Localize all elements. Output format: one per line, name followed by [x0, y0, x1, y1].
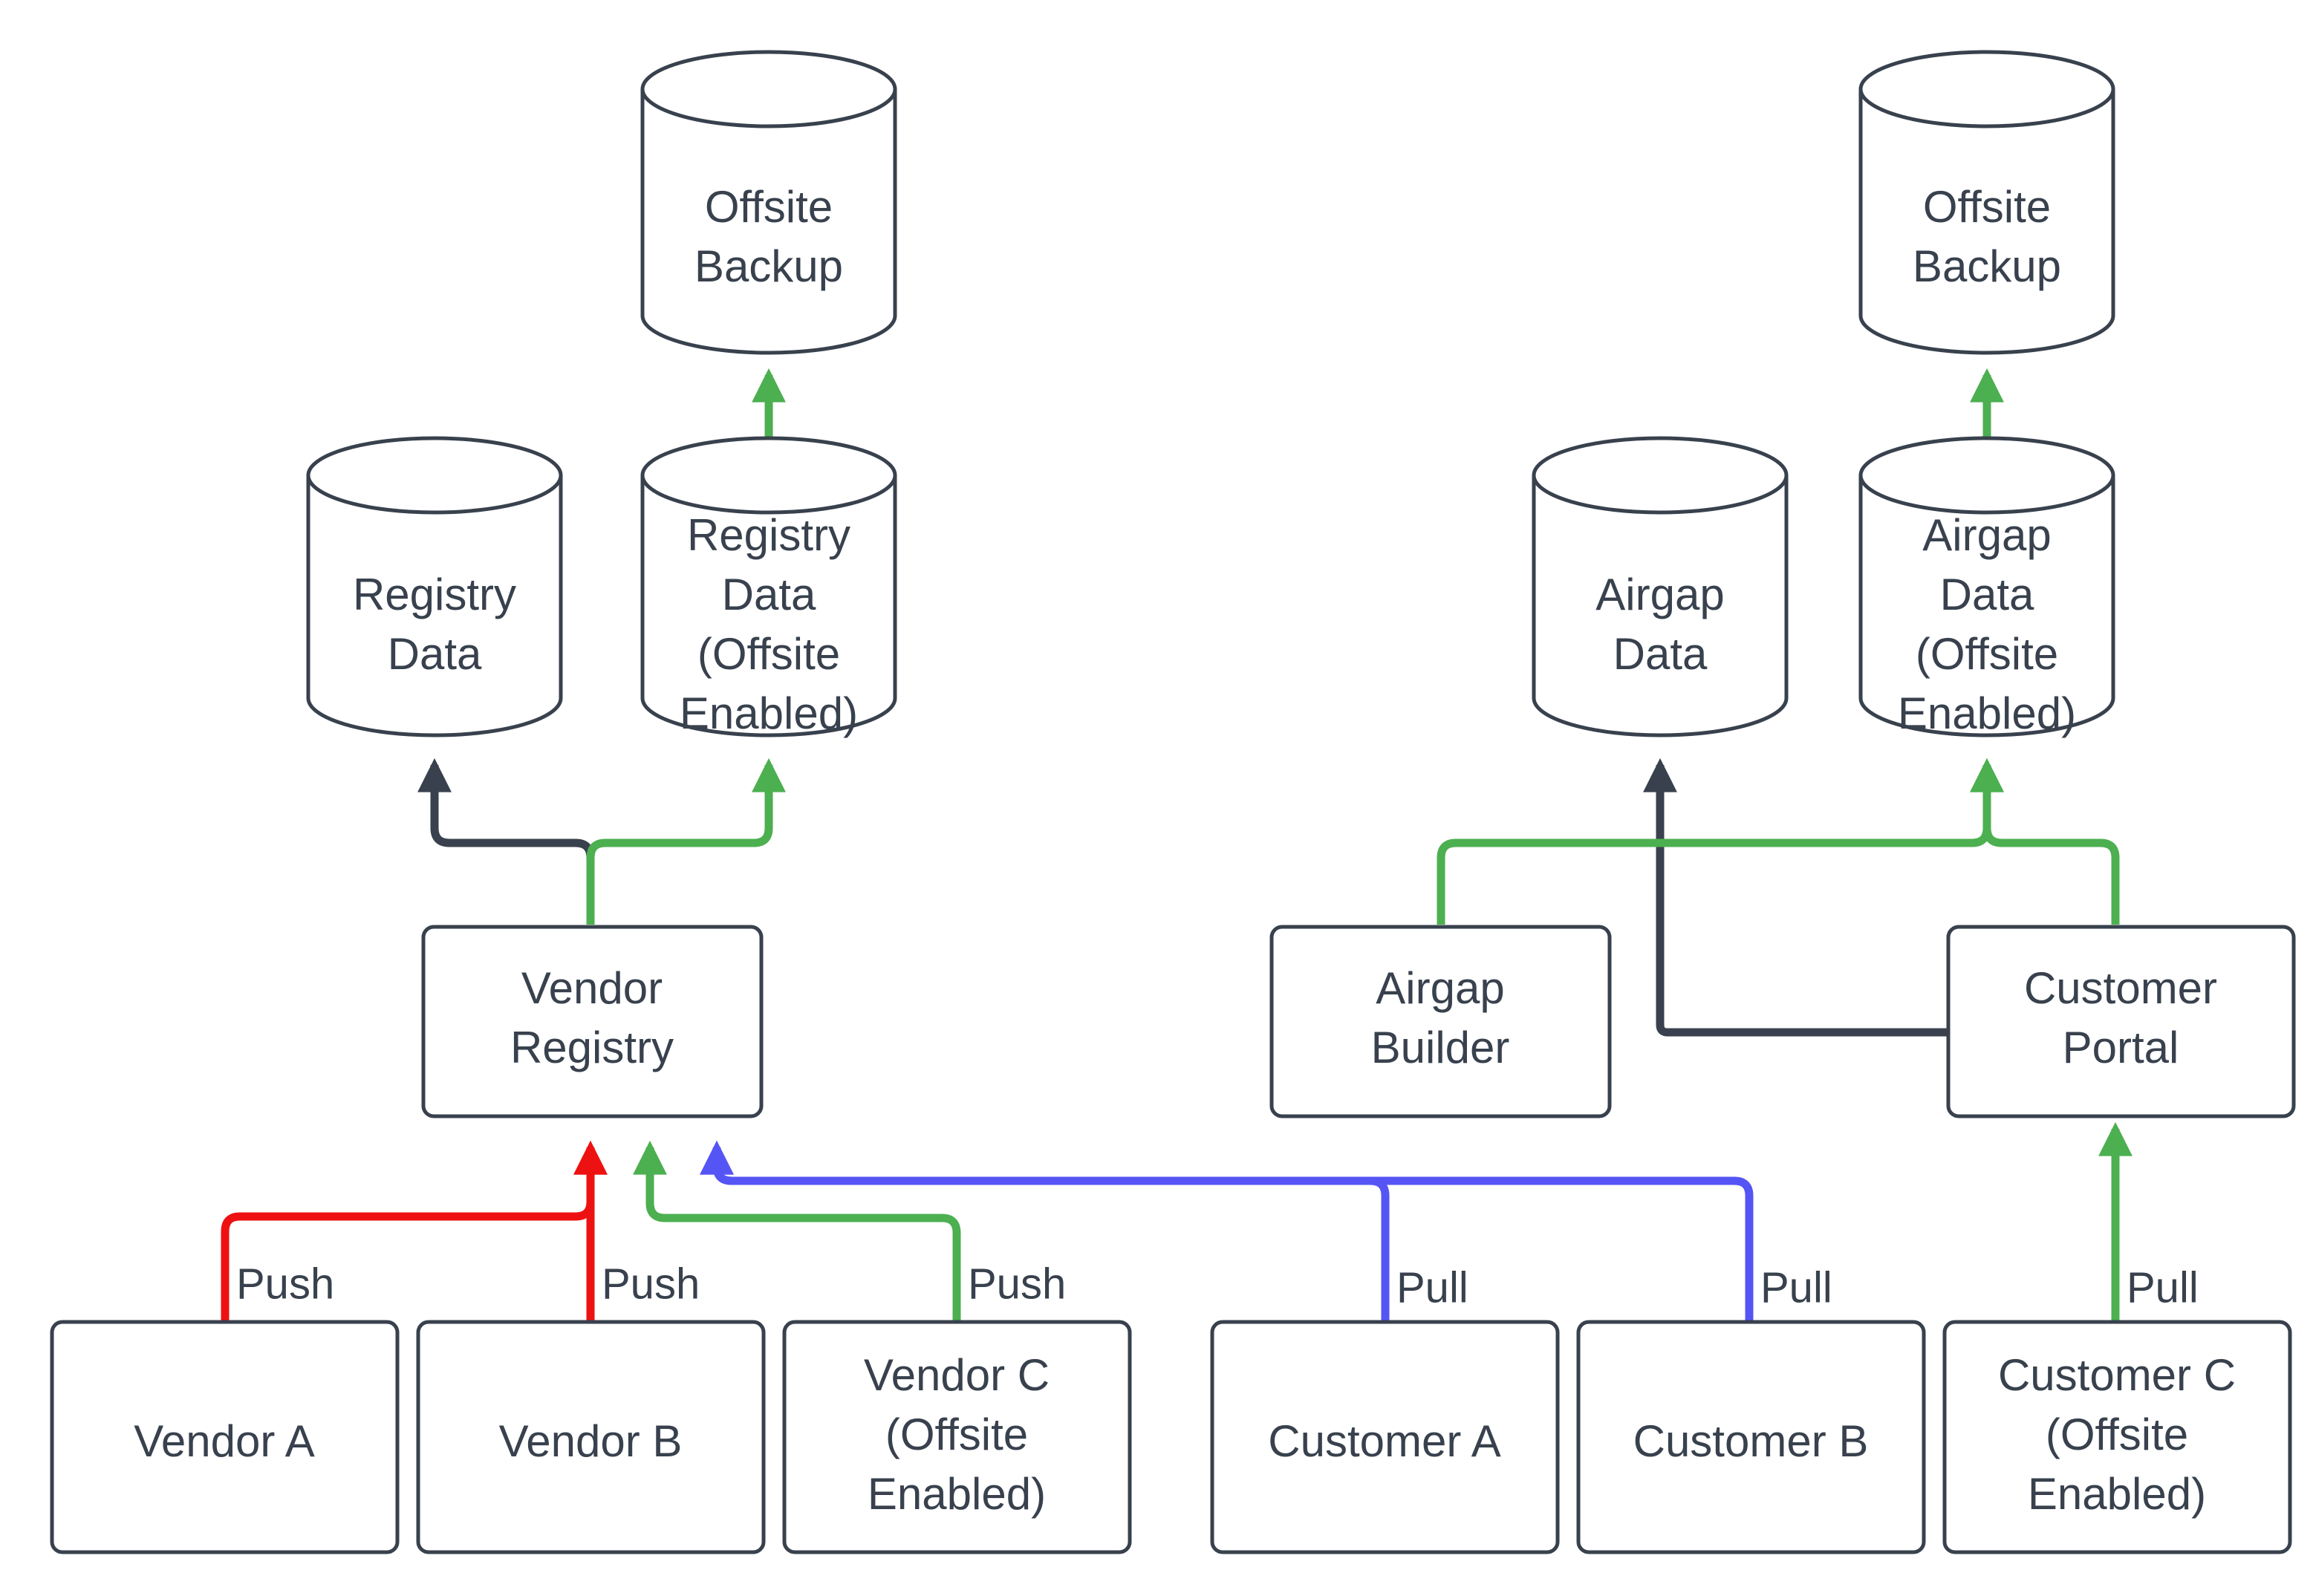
- edge-vendor-registry-to-registry-data-offsite: [586, 758, 786, 925]
- node-offsite-backup-right[interactable]: Offsite Backup: [1858, 50, 2115, 355]
- node-box: [416, 1320, 766, 1554]
- node-label-line2: Data: [1613, 629, 1708, 679]
- node-vendor-a[interactable]: Vendor A: [50, 1320, 400, 1554]
- node-label-line3: (Offsite: [1916, 629, 2058, 679]
- node-label-line4: Enabled): [680, 688, 858, 738]
- cylinder-top: [1858, 436, 2115, 515]
- node-customer-portal[interactable]: Customer Portal: [1946, 925, 2296, 1118]
- node-label-line1: Airgap: [1376, 963, 1504, 1013]
- cylinder-top: [1858, 50, 2115, 128]
- node-label-line3: Enabled): [2028, 1469, 2206, 1519]
- node-offsite-backup-left[interactable]: Offsite Backup: [640, 50, 897, 355]
- node-label-line2: (Offsite: [2046, 1410, 2188, 1459]
- edge-customer-b-pull: [700, 1140, 1754, 1320]
- edge-customer-portal-to-airgap-data: [1643, 758, 1950, 1037]
- node-label-line1: Vendor B: [499, 1416, 683, 1466]
- cylinder-body: [1532, 475, 1789, 737]
- node-label-line1: Customer B: [1633, 1416, 1869, 1466]
- node-box: [421, 925, 764, 1118]
- cylinder-body: [1858, 89, 2115, 355]
- node-customer-c[interactable]: Customer C (Offsite Enabled): [1942, 1320, 2292, 1554]
- node-box: [1210, 1320, 1560, 1554]
- node-label-line1: Offsite: [1923, 182, 2051, 232]
- cylinder-top: [1532, 436, 1789, 515]
- cylinder-body: [640, 475, 897, 737]
- node-box: [1946, 925, 2296, 1118]
- node-label-line1: Vendor: [521, 963, 663, 1013]
- node-label-line2: Builder: [1371, 1023, 1510, 1072]
- node-customer-a[interactable]: Customer A: [1210, 1320, 1560, 1554]
- edge-airgap-builder-to-airgap-data-offsite: [1437, 758, 2004, 925]
- node-label-line2: (Offsite: [885, 1410, 1028, 1459]
- node-label-line2: Data: [1940, 570, 2034, 619]
- node-label-line3: (Offsite: [697, 629, 840, 679]
- node-customer-b[interactable]: Customer B: [1576, 1320, 1926, 1554]
- node-label-line1: Customer A: [1268, 1416, 1500, 1466]
- edge-label-push-c: Push: [968, 1260, 1066, 1308]
- node-label-line1: Registry: [687, 510, 850, 560]
- edge-vendor-registry-to-registry-data: [417, 758, 595, 925]
- cylinder-top: [640, 436, 897, 515]
- node-label-line2: Data: [722, 570, 816, 619]
- node-label-line2: Backup: [694, 241, 843, 291]
- node-label-line2: Data: [388, 629, 482, 679]
- node-label-line1: Registry: [353, 570, 516, 619]
- node-label-line1: Vendor C: [864, 1350, 1050, 1400]
- node-vendor-registry[interactable]: Vendor Registry: [421, 925, 764, 1118]
- node-label-line1: Airgap: [1922, 510, 2051, 560]
- node-airgap-builder[interactable]: Airgap Builder: [1269, 925, 1612, 1118]
- node-label-line1: Vendor A: [134, 1416, 315, 1466]
- node-label-line1: Customer C: [1998, 1350, 2236, 1400]
- cylinder-body: [306, 475, 563, 737]
- node-airgap-data[interactable]: Airgap Data: [1532, 436, 1789, 737]
- node-vendor-b[interactable]: Vendor B: [416, 1320, 766, 1554]
- node-box: [1576, 1320, 1926, 1554]
- cylinder-top: [640, 50, 897, 128]
- node-label-line2: Registry: [510, 1023, 674, 1072]
- edge-label-pull-c: Pull: [2127, 1263, 2199, 1312]
- node-label-line3: Enabled): [868, 1469, 1046, 1519]
- node-label-line2: Portal: [2063, 1023, 2179, 1072]
- edge-label-pull-a: Pull: [1396, 1263, 1468, 1312]
- node-box: [782, 1320, 1132, 1554]
- node-label-line2: Backup: [1913, 241, 2061, 291]
- node-label-line4: Enabled): [1898, 688, 2076, 738]
- cylinder-body: [640, 89, 897, 355]
- edge-vendor-c-push: [633, 1140, 961, 1320]
- node-label-line1: Airgap: [1595, 570, 1724, 619]
- node-label-line1: Customer: [2024, 963, 2217, 1013]
- node-vendor-c[interactable]: Vendor C (Offsite Enabled): [782, 1320, 1132, 1554]
- node-registry-data[interactable]: Registry Data: [306, 436, 563, 737]
- edge-customer-portal-to-airgap-data-offsite: [1970, 758, 2120, 925]
- cylinder-body: [1858, 475, 2115, 737]
- node-box: [1269, 925, 1612, 1118]
- node-airgap-data-offsite[interactable]: Airgap Data (Offsite Enabled): [1858, 436, 2115, 738]
- node-label-line1: Offsite: [705, 182, 833, 232]
- cylinder-top: [306, 436, 563, 515]
- node-registry-data-offsite[interactable]: Registry Data (Offsite Enabled): [640, 436, 897, 738]
- node-box: [1942, 1320, 2292, 1554]
- edge-label-pull-b: Pull: [1760, 1263, 1832, 1312]
- edge-label-push-b: Push: [602, 1260, 700, 1308]
- edge-label-push-a: Push: [236, 1260, 334, 1308]
- node-box: [50, 1320, 400, 1554]
